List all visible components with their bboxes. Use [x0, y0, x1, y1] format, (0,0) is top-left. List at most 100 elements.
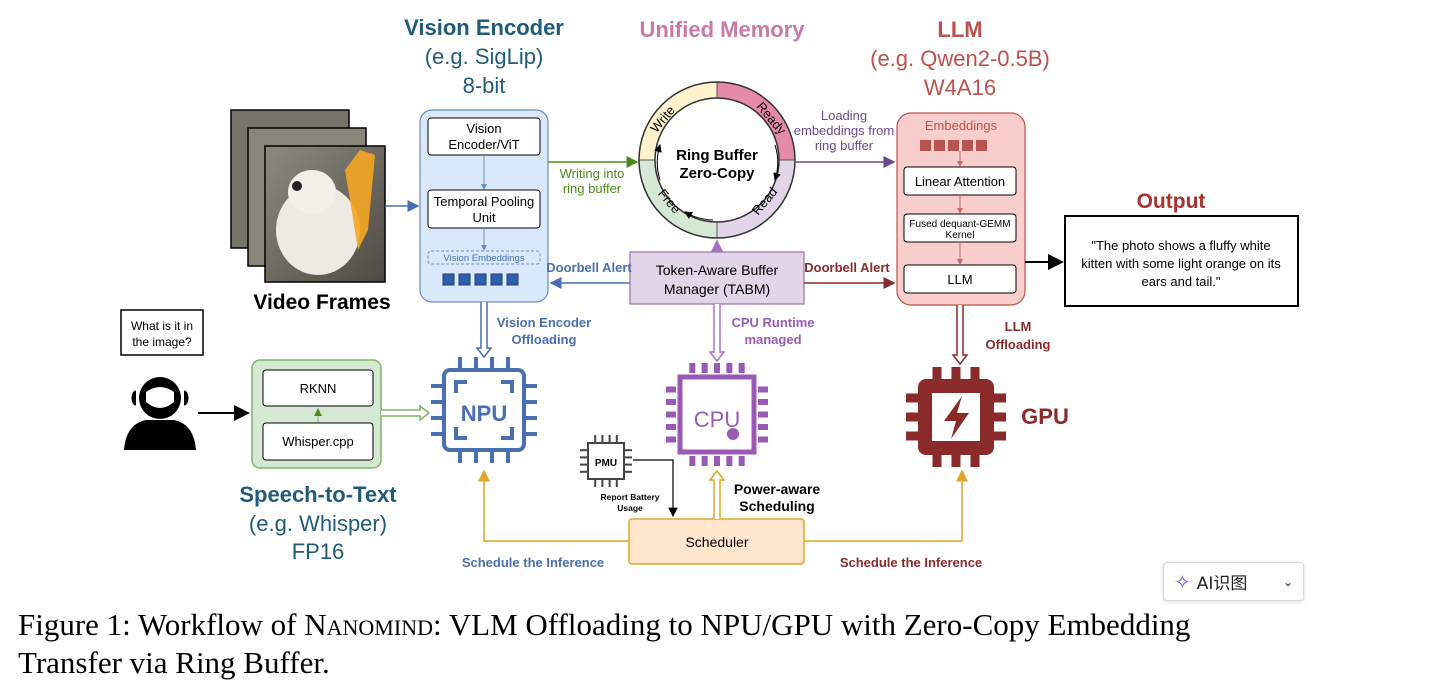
chip-pin: [701, 363, 708, 373]
svg-text:FP16: FP16: [292, 539, 345, 564]
svg-text:Report Battery: Report Battery: [600, 492, 659, 502]
cpu-chip-icon: CPU: [666, 363, 768, 466]
svg-text:Ring Buffer: Ring Buffer: [676, 147, 758, 164]
svg-text:Offloading: Offloading: [986, 337, 1051, 352]
chip-pin: [594, 435, 597, 443]
caption-line1: : VLM Offloading to NPU/GPU with Zero-Co…: [432, 607, 1191, 642]
chip-pin: [506, 450, 510, 463]
chip-pin: [994, 393, 1006, 403]
gpu-chip-icon: [906, 367, 1006, 467]
chip-pin: [726, 363, 733, 373]
battery-report-arrow: [633, 459, 678, 518]
chip-pin: [758, 411, 768, 418]
user-icon: [124, 377, 196, 450]
chip-pin: [738, 363, 745, 373]
video-frames-image: [230, 109, 386, 283]
svg-text:Scheduler: Scheduler: [685, 534, 748, 550]
chip-pin: [524, 400, 537, 404]
svg-text:Encoder/ViT: Encoder/ViT: [448, 137, 519, 152]
gpu-label: GPU: [1021, 404, 1069, 429]
svg-text:Vision Encoder: Vision Encoder: [497, 315, 591, 330]
svg-text:"The photo shows a fluffy whit: "The photo shows a fluffy white: [1091, 238, 1270, 253]
chip-pin: [714, 456, 720, 466]
chip-pin: [431, 432, 444, 436]
svg-text:Fused dequant-GEMM: Fused dequant-GEMM: [909, 219, 1010, 230]
chevron-down-icon[interactable]: ⌄: [1282, 574, 1293, 589]
svg-text:Token-Aware Buffer: Token-Aware Buffer: [656, 262, 779, 278]
chip-pin: [951, 455, 961, 467]
vision-encoder-offloading-arrow: [475, 302, 493, 359]
chip-pin: [608, 435, 611, 443]
chip-pin: [970, 367, 980, 379]
llm-heading: LLM (e.g. Qwen2-0.5B) W4A16: [870, 17, 1050, 100]
vision-embeddings-block: [427, 250, 541, 265]
svg-text:Vision Encoder: Vision Encoder: [404, 15, 564, 40]
chip-pin: [524, 416, 537, 420]
unified-memory-heading: Unified Memory: [639, 17, 805, 42]
output-box: [1064, 215, 1299, 307]
svg-text:What is it in: What is it in: [131, 319, 193, 333]
svg-text:Whisper.cpp: Whisper.cpp: [282, 434, 354, 449]
svg-text:Usage: Usage: [617, 503, 643, 513]
chip-pin: [624, 463, 632, 466]
schedule-npu-arrow: [478, 469, 629, 542]
chip-pin: [994, 412, 1006, 422]
tabm-box: [629, 251, 805, 305]
svg-text:LLM: LLM: [947, 272, 972, 287]
chip-pin: [474, 357, 478, 370]
svg-text:Doorbell Alert: Doorbell Alert: [546, 260, 632, 275]
svg-text:LLM: LLM: [1005, 319, 1032, 334]
svg-text:(e.g. Qwen2-0.5B): (e.g. Qwen2-0.5B): [870, 46, 1050, 71]
svg-text:Embeddings: Embeddings: [925, 118, 998, 133]
caption-prefix: Figure 1: Workflow of: [18, 607, 305, 642]
svg-text:kitten with some light orange: kitten with some light orange on its: [1081, 256, 1281, 271]
svg-text:CPU: CPU: [694, 407, 740, 432]
svg-text:Vision: Vision: [466, 121, 501, 136]
svg-text:Writing into: Writing into: [560, 166, 625, 181]
svg-text:Kernel: Kernel: [946, 230, 975, 241]
svg-text:Doorbell Alert: Doorbell Alert: [804, 260, 890, 275]
chip-pin: [906, 431, 918, 441]
chip-pin: [970, 455, 980, 467]
svg-text:W4A16: W4A16: [924, 75, 996, 100]
speech-to-text-box: RKNN Whisper.cpp: [251, 359, 382, 469]
ai-image-recognition-button[interactable]: ✧ AI识图 ⌄: [1163, 562, 1304, 601]
figure-caption: Figure 1: Workflow of Nanomind: VLM Offl…: [18, 606, 1190, 682]
chip-pin: [601, 435, 604, 443]
svg-text:Temporal Pooling: Temporal Pooling: [434, 194, 534, 209]
svg-text:Vision Embeddings: Vision Embeddings: [443, 253, 524, 264]
chip-pin: [666, 411, 676, 418]
chip-pin: [666, 424, 676, 430]
svg-text:Linear Attention: Linear Attention: [915, 174, 1005, 189]
schedule-gpu-arrow: [804, 469, 968, 542]
chip-pin: [932, 367, 942, 379]
chip-pin: [431, 416, 444, 420]
chip-pin: [608, 479, 611, 487]
vision-encoder-heading: Vision Encoder (e.g. SigLip) 8-bit: [404, 15, 564, 98]
chip-pin: [738, 456, 745, 466]
llm-block: [903, 264, 1017, 294]
svg-text:Schedule the Inference: Schedule the Inference: [462, 555, 604, 570]
svg-text:8-bit: 8-bit: [463, 73, 506, 98]
svg-text:LLM: LLM: [937, 17, 982, 42]
sparkle-icon: ✧: [1174, 569, 1191, 594]
chip-pin: [624, 449, 632, 452]
svg-text:ring buffer: ring buffer: [815, 138, 874, 153]
svg-text:Loading: Loading: [821, 108, 867, 123]
svg-text:(e.g. Whisper): (e.g. Whisper): [249, 511, 387, 536]
chip-pin: [624, 456, 632, 459]
caption-system-name: Nanomind: [304, 607, 433, 642]
chip-pin: [580, 463, 588, 466]
chip-pin: [615, 435, 618, 443]
chip-pin: [689, 456, 696, 466]
chip-pin: [524, 432, 537, 436]
llm-offloading-arrow: [951, 305, 969, 366]
speech-to-text-heading: Speech-to-Text (e.g. Whisper) FP16: [239, 482, 397, 564]
chip-pin: [580, 449, 588, 452]
svg-text:CPU Runtime: CPU Runtime: [731, 315, 814, 330]
pmu-chip-icon: PMU: [580, 435, 632, 487]
chip-pin: [474, 450, 478, 463]
chip-pin: [758, 386, 768, 393]
svg-text:embeddings from: embeddings from: [794, 123, 894, 138]
